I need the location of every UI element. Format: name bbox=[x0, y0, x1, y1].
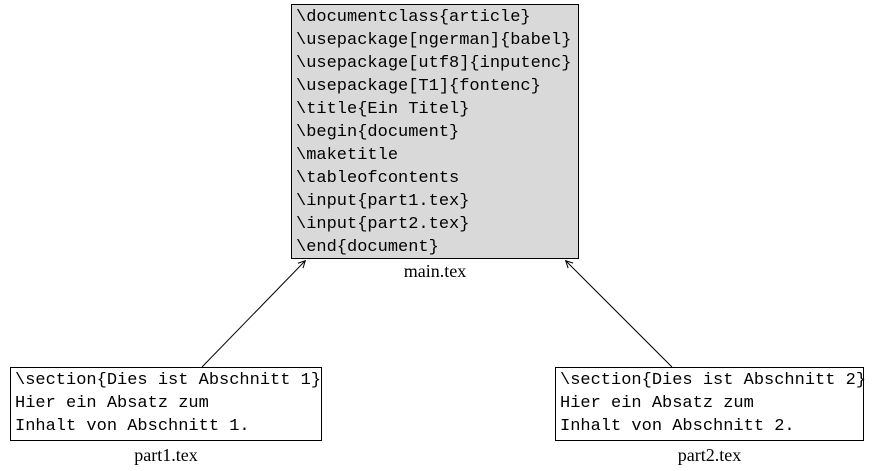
code-line: \documentclass{article} bbox=[296, 8, 531, 27]
code-line: Hier ein Absatz zum bbox=[15, 394, 209, 413]
main-tex-code: \documentclass{article} \usepackage[ngerm… bbox=[292, 5, 578, 260]
code-line: \begin{document} bbox=[296, 123, 460, 142]
part2-tex-label: part2.tex bbox=[677, 445, 742, 465]
code-line: \end{document} bbox=[296, 238, 439, 257]
part1-tex-label: part1.tex bbox=[134, 445, 198, 465]
main-tex-label: main.tex bbox=[403, 261, 467, 281]
part1-tex-box: \section{Dies ist Abschnitt 1} Hier ein A… bbox=[10, 367, 322, 441]
part2-tex-code: \section{Dies ist Abschnitt 2} Hier ein A… bbox=[556, 368, 867, 439]
code-line: \section{Dies ist Abschnitt 1} bbox=[15, 371, 322, 390]
code-line: \usepackage[utf8]{inputenc} bbox=[296, 54, 572, 73]
part2-tex-box: \section{Dies ist Abschnitt 2} Hier ein A… bbox=[555, 367, 867, 441]
code-line: Inhalt von Abschnitt 2. bbox=[560, 417, 795, 436]
code-line: \input{part2.tex} bbox=[296, 215, 470, 234]
arrow-part1-to-main bbox=[201, 259, 307, 368]
code-line: \title{Ein Titel} bbox=[296, 100, 470, 119]
code-line: \usepackage[ngerman]{babel} bbox=[296, 31, 572, 50]
code-line: \section{Dies ist Abschnitt 2} bbox=[560, 371, 867, 390]
code-line: \maketitle bbox=[296, 146, 399, 165]
code-line: \usepackage[T1]{fontenc} bbox=[296, 77, 541, 96]
arrow-part2-to-main bbox=[564, 259, 673, 368]
main-tex-box: \documentclass{article} \usepackage[ngerm… bbox=[291, 4, 579, 259]
code-line: \tableofcontents bbox=[296, 169, 460, 188]
part1-tex-code: \section{Dies ist Abschnitt 1} Hier ein A… bbox=[11, 368, 321, 439]
code-line: Hier ein Absatz zum bbox=[560, 394, 754, 413]
code-line: Inhalt von Abschnitt 1. bbox=[15, 417, 250, 436]
code-line: \input{part1.tex} bbox=[296, 192, 470, 211]
